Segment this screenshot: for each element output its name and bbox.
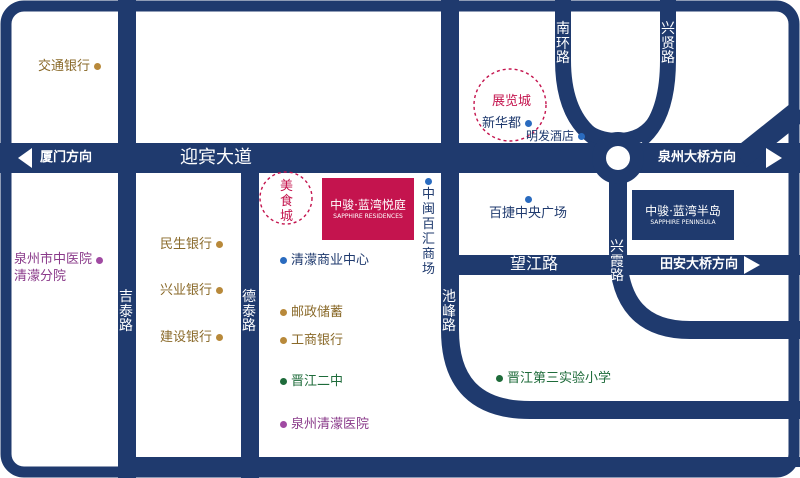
- poi-jianshe: 建设银行: [160, 330, 224, 345]
- road-char: 吉泰路: [119, 289, 133, 335]
- expo-city-circle: [473, 68, 547, 142]
- direction-xiamen: 厦门方向: [40, 151, 92, 164]
- poi-icbc: 工商银行: [280, 334, 343, 347]
- road-char: 兴贤路: [661, 21, 675, 67]
- poi-label: 建设银行: [160, 330, 213, 345]
- poi-qingmeng-hospital: 泉州清濛医院: [280, 418, 369, 431]
- road-label-xingxia: 兴霞路: [610, 240, 624, 284]
- bank-dot-icon: [216, 334, 224, 341]
- food-city-circle: [259, 171, 313, 225]
- poi-label: 工商银行: [291, 333, 344, 348]
- direction-label: 田安大桥方向: [660, 257, 739, 272]
- expo-city-label: 展览城: [492, 94, 532, 109]
- bank-dot-icon: [216, 287, 224, 294]
- project-main-name: 中骏·蓝湾悦庭: [330, 197, 406, 212]
- bank-dot-icon: [280, 309, 287, 316]
- road-label-chifeng: 池峰路: [442, 290, 456, 334]
- bank-dot-icon: [216, 241, 224, 248]
- road-char: 池峰路: [442, 289, 456, 335]
- school-dot-icon: [496, 375, 503, 382]
- direction-label: 泉州大桥方向: [658, 150, 737, 165]
- food-city-text: 美食城: [280, 179, 294, 224]
- poi-label: 晋江二中: [291, 374, 344, 389]
- road-label-wangjiang: 望江路: [510, 254, 559, 273]
- poi-label: 泉州清濛医院: [291, 417, 370, 432]
- hospital-dot-icon: [280, 421, 287, 428]
- arrow-right-icon: [744, 256, 760, 274]
- arrow-left-icon: [18, 148, 32, 168]
- road-loop-arc: [556, 59, 675, 147]
- poi-tcm-hospital: 泉州市中医院 清濛分院: [14, 252, 104, 286]
- road-xingxia: [609, 158, 800, 339]
- road-label-jitai: 吉泰路: [119, 290, 133, 334]
- project-peninsula-sub: SAPPHIRE PENINSULA: [650, 218, 716, 226]
- road-label-xingxian: 兴贤路: [661, 22, 675, 66]
- hospital-dot-icon: [96, 256, 104, 264]
- poi-postal: 邮政储蓄: [280, 306, 343, 319]
- poi-jinjiang2: 晋江二中: [280, 375, 343, 388]
- poi-label: 百捷中央广场: [489, 206, 568, 221]
- road-label-yingbin: 迎宾大道: [180, 147, 252, 168]
- poi-zhongmin: 中闽百汇商场: [422, 178, 435, 278]
- project-main-box: 中骏·蓝湾悦庭 SAPPHIRE RESIDENCES: [322, 178, 414, 240]
- poi-dot-icon: [525, 120, 533, 127]
- poi-label: 交通银行: [38, 59, 91, 74]
- poi-label: 泉州市中医院: [14, 252, 93, 267]
- bank-dot-icon: [280, 337, 287, 344]
- poi-label: 兴业银行: [160, 283, 213, 298]
- poi-dot-icon: [524, 196, 532, 203]
- poi-minsheng: 民生银行: [160, 237, 224, 252]
- poi-label-sub: 清濛分院: [14, 268, 67, 284]
- poi-label: 明发酒店: [526, 129, 575, 143]
- direction-label: 厦门方向: [40, 150, 93, 165]
- poi-jiaotong: 交通银行: [38, 59, 102, 74]
- road-char: 德泰路: [242, 289, 256, 335]
- poi-baijie: 百捷中央广场: [489, 196, 567, 220]
- direction-quanzhou-bridge: 泉州大桥方向: [658, 151, 736, 164]
- arrow-right-icon: [766, 148, 782, 168]
- project-main-sub: SAPPHIRE RESIDENCES: [333, 212, 403, 220]
- direction-tianan-bridge: 田安大桥方向: [660, 258, 738, 271]
- road-char: 南环路: [556, 21, 570, 67]
- project-peninsula-name: 中骏·蓝湾半岛: [645, 203, 721, 218]
- road-char: 兴霞路: [610, 239, 624, 285]
- poi-dot-icon: [280, 257, 287, 264]
- road-right-diagonal: [733, 101, 800, 167]
- road-label-detai: 德泰路: [242, 290, 256, 334]
- bank-dot-icon: [94, 63, 102, 70]
- poi-dot-icon: [578, 132, 586, 140]
- poi-mingfa: 明发酒店: [526, 129, 586, 143]
- poi-label: 清濛商业中心: [291, 253, 370, 268]
- poi-xingye: 兴业银行: [160, 283, 224, 298]
- road-label-nanhuan: 南环路: [556, 22, 570, 66]
- project-peninsula-box: 中骏·蓝湾半岛 SAPPHIRE PENINSULA: [632, 190, 734, 240]
- poi-label: 民生银行: [160, 237, 213, 252]
- school-dot-icon: [280, 378, 287, 385]
- road-chifeng: [441, 0, 800, 419]
- poi-dot-icon: [425, 178, 432, 185]
- poi-label: 邮政储蓄: [291, 305, 344, 320]
- poi-label: 晋江第三实验小学: [507, 371, 612, 386]
- poi-label: 中闽百汇商场: [422, 187, 436, 277]
- poi-xinhuadu: 新华都: [482, 116, 533, 131]
- poi-label: 新华都: [482, 116, 522, 131]
- poi-school3: 晋江第三实验小学: [496, 372, 611, 385]
- roundabout-island: [606, 146, 630, 170]
- poi-qingmeng-center: 清濛商业中心: [280, 254, 369, 267]
- food-city-label: 美食城: [280, 179, 294, 225]
